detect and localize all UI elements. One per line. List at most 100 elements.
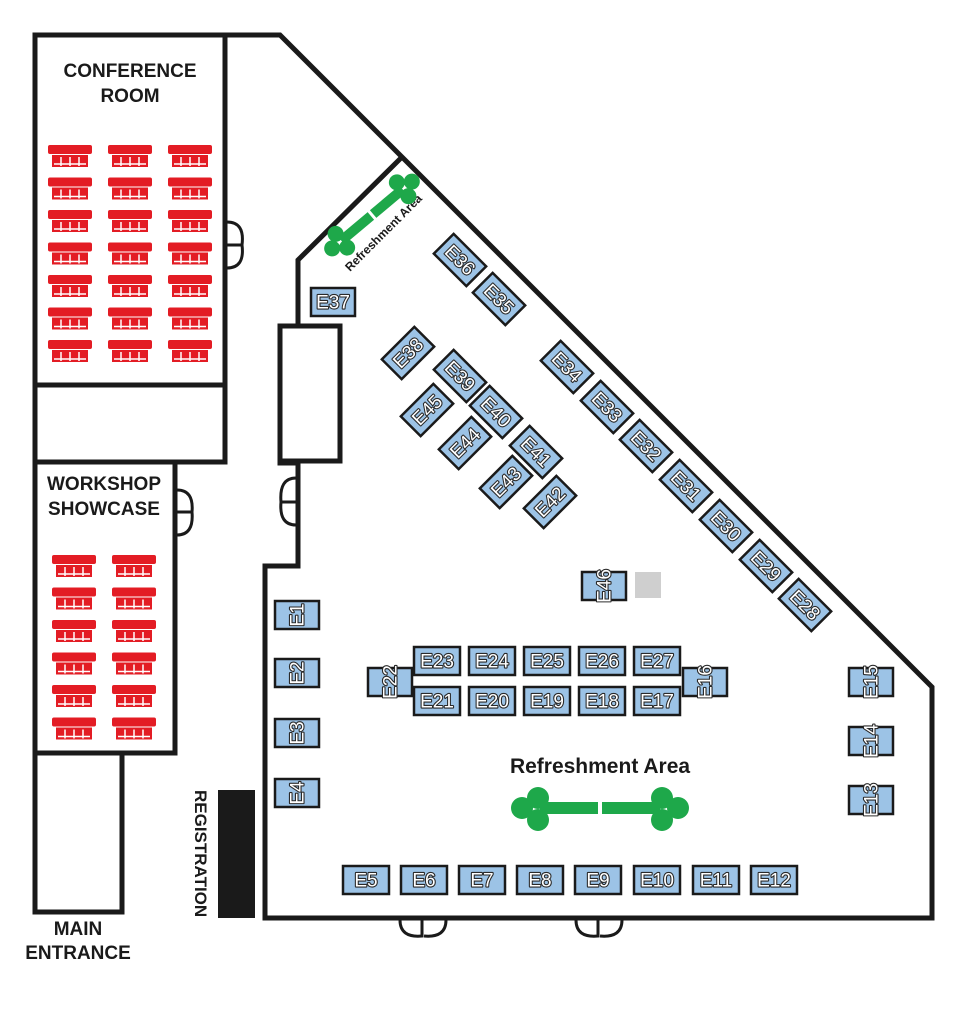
- double-door-icon[interactable]: [398, 919, 448, 938]
- seating-row-icon: [108, 177, 152, 200]
- booth-e10[interactable]: E10: [632, 864, 682, 896]
- seating-row-icon: [112, 555, 156, 577]
- booth-e16[interactable]: E16: [681, 664, 729, 700]
- booth-label: E27: [640, 652, 674, 673]
- booth-label: E8: [528, 871, 551, 892]
- workshop-label-line1: WORKSHOP: [47, 474, 161, 495]
- booth-box: [632, 645, 682, 677]
- seating-row-icon: [168, 307, 212, 330]
- workshop-label-line2: SHOWCASE: [48, 499, 160, 520]
- booth-box: [681, 666, 729, 698]
- conference-room-label-line1: CONFERENCE: [63, 61, 196, 82]
- booth-e38[interactable]: E38: [380, 325, 436, 381]
- booth-e12[interactable]: E12: [749, 864, 799, 896]
- booth-e2[interactable]: E2: [273, 657, 321, 689]
- booth-e36[interactable]: E36: [432, 232, 488, 288]
- booth-box: [847, 666, 895, 698]
- booth-box: [749, 864, 799, 896]
- booth-e46[interactable]: E46: [580, 568, 628, 604]
- booth-e11[interactable]: E11: [691, 864, 741, 896]
- booth-e42[interactable]: E42: [522, 474, 578, 530]
- booth-e13[interactable]: E13: [847, 782, 895, 818]
- double-door-icon[interactable]: [279, 476, 297, 527]
- booth-label: E37: [316, 293, 350, 314]
- booth-e21[interactable]: E21: [412, 685, 462, 717]
- booth-e24[interactable]: E24: [467, 645, 517, 677]
- booth-e3[interactable]: E3: [273, 717, 321, 749]
- booth-e15[interactable]: E15: [847, 664, 895, 700]
- booth-e37[interactable]: E37: [309, 286, 357, 318]
- booth-e25[interactable]: E25: [522, 645, 572, 677]
- booth-box: [471, 271, 527, 327]
- seating-row-icon: [52, 555, 96, 577]
- booth-e29[interactable]: E29: [738, 538, 794, 594]
- refreshment-table-icon: [511, 787, 689, 831]
- seating-row-icon: [112, 620, 156, 642]
- booth-box: [309, 286, 357, 318]
- booth-label: E3: [288, 721, 309, 744]
- booth-e44[interactable]: E44: [437, 415, 493, 471]
- booth-e39[interactable]: E39: [432, 348, 488, 404]
- booth-e27[interactable]: E27: [632, 645, 682, 677]
- booth-e14[interactable]: E14: [847, 723, 895, 759]
- double-door-icon[interactable]: [176, 488, 194, 537]
- booth-box: [478, 454, 534, 510]
- booth-e45[interactable]: E45: [399, 382, 455, 438]
- seating-row-icon: [168, 145, 212, 167]
- doors: [176, 220, 624, 938]
- booth-box: [273, 599, 321, 631]
- booth-box: [691, 864, 741, 896]
- booth-box: [632, 864, 682, 896]
- seating-row-icon: [52, 717, 96, 740]
- booth-box: [399, 382, 455, 438]
- seating-row-icon: [108, 275, 152, 297]
- booth-e34[interactable]: E34: [539, 339, 595, 395]
- pillar: [277, 323, 343, 464]
- booth-box: [580, 570, 628, 602]
- booth-e31[interactable]: E31: [658, 458, 714, 514]
- booth-e5[interactable]: E5: [341, 864, 391, 896]
- booth-box: [437, 415, 493, 471]
- booth-e6[interactable]: E6: [399, 864, 449, 896]
- booth-box: [522, 685, 572, 717]
- booth-label: E21: [420, 692, 454, 713]
- booth-e4[interactable]: E4: [273, 777, 321, 809]
- booth-box: [698, 498, 754, 554]
- booth-e26[interactable]: E26: [577, 645, 627, 677]
- seating-row-icon: [108, 210, 152, 232]
- booth-e1[interactable]: E1: [273, 599, 321, 631]
- booth-box: [522, 474, 578, 530]
- booth-box: [508, 424, 564, 480]
- seating-row-icon: [112, 587, 156, 610]
- booth-e20[interactable]: E20: [467, 685, 517, 717]
- booth-e7[interactable]: E7: [457, 864, 507, 896]
- booth-e30[interactable]: E30: [698, 498, 754, 554]
- booth-box: [738, 538, 794, 594]
- booth-e32[interactable]: E32: [618, 418, 674, 474]
- booth-box: [515, 864, 565, 896]
- double-door-icon[interactable]: [226, 220, 244, 270]
- booth-e33[interactable]: E33: [579, 379, 635, 435]
- entrance-vestibule-wall: [32, 753, 125, 915]
- booth-e8[interactable]: E8: [515, 864, 565, 896]
- booth-e35[interactable]: E35: [471, 271, 527, 327]
- booth-e18[interactable]: E18: [577, 685, 627, 717]
- booth-e22[interactable]: E22: [366, 664, 414, 700]
- seating-row-icon: [112, 717, 156, 740]
- booth-e17[interactable]: E17: [632, 685, 682, 717]
- booth-e19[interactable]: E19: [522, 685, 572, 717]
- reserved-spot: [635, 572, 661, 598]
- booth-e28[interactable]: E28: [777, 577, 833, 633]
- seating-row-icon: [168, 177, 212, 200]
- booth-label: E22: [381, 665, 402, 699]
- booth-e9[interactable]: E9: [573, 864, 623, 896]
- seating-row-icon: [52, 685, 96, 707]
- booth-label: E1: [288, 603, 309, 626]
- booth-label: E24: [475, 652, 509, 673]
- booth-e23[interactable]: E23: [412, 645, 462, 677]
- booth-box: [847, 784, 895, 816]
- booth-e43[interactable]: E43: [478, 454, 534, 510]
- double-door-icon[interactable]: [574, 919, 624, 938]
